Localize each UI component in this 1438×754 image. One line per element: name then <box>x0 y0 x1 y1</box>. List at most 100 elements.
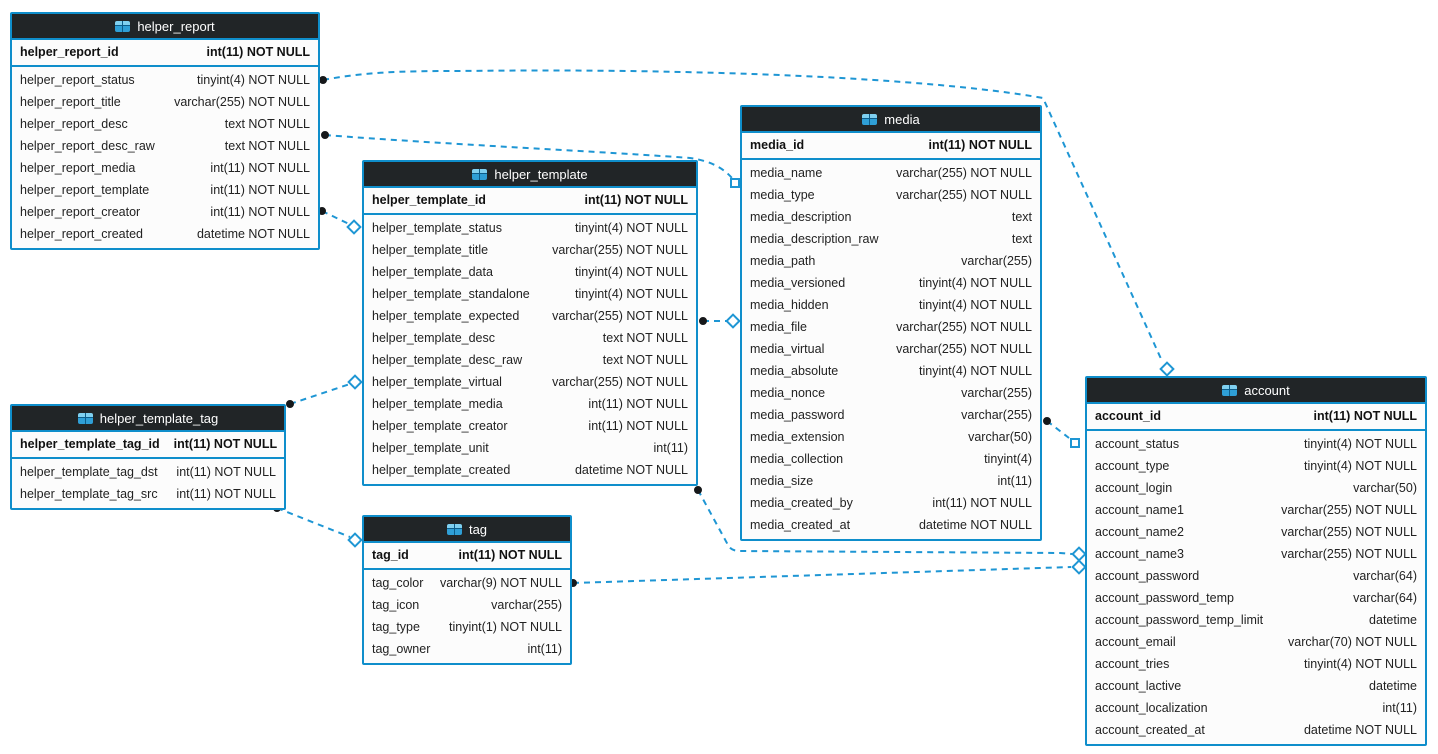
column-type: varchar(255) NOT NULL <box>896 320 1032 334</box>
column-type: varchar(64) <box>1353 569 1417 583</box>
column-type: datetime <box>1369 613 1417 627</box>
column-type: int(11) NOT NULL <box>210 205 310 219</box>
column-type: text NOT NULL <box>224 117 310 131</box>
column-name: helper_template_standalone <box>372 287 530 301</box>
relation-tag-account[interactable] <box>572 566 1072 584</box>
relation-endpoint-square <box>1070 438 1080 448</box>
column-row: account_password varchar(64) <box>1087 565 1425 587</box>
column-name: helper_report_desc_raw <box>20 139 155 153</box>
relation-media-account[interactable] <box>1046 420 1070 439</box>
column-name: helper_report_media <box>20 161 136 175</box>
column-type: varchar(255) <box>961 386 1032 400</box>
relation-endpoint-dot <box>699 317 707 325</box>
column-type: varchar(255) NOT NULL <box>896 188 1032 202</box>
column-type: text NOT NULL <box>224 139 310 153</box>
pk-column-type: int(11) NOT NULL <box>928 138 1032 152</box>
table-title: helper_template_tag <box>99 410 219 426</box>
column-name: helper_template_status <box>372 221 502 235</box>
table-header-account[interactable]: account <box>1087 378 1425 404</box>
table-body: helper_template_status tinyint(4) NOT NUL… <box>364 215 696 484</box>
column-type: datetime NOT NULL <box>918 518 1032 532</box>
relation-helper_report-media[interactable] <box>324 134 733 179</box>
column-row: helper_report_creator int(11) NOT NULL <box>12 201 318 223</box>
table-header-helper_template[interactable]: helper_template <box>364 162 696 188</box>
column-name: helper_report_template <box>20 183 150 197</box>
column-name: account_lactive <box>1095 679 1182 693</box>
column-name: helper_report_created <box>20 227 143 241</box>
table-header-tag[interactable]: tag <box>364 517 570 543</box>
column-name: helper_report_creator <box>20 205 141 219</box>
column-type: int(11) NOT NULL <box>588 419 688 433</box>
relation-helper_report-account[interactable] <box>322 69 1163 362</box>
column-name: media_type <box>750 188 815 202</box>
column-name: media_size <box>750 474 814 488</box>
column-name: account_login <box>1095 481 1173 495</box>
column-name: account_password_temp_limit <box>1095 613 1264 627</box>
column-type: tinyint(4) NOT NULL <box>1304 459 1417 473</box>
relation-helper_template_tag-tag[interactable] <box>276 507 351 538</box>
column-type: tinyint(4) NOT NULL <box>575 287 688 301</box>
column-name: helper_template_desc <box>372 331 495 345</box>
relation-helper_template-account[interactable] <box>697 489 1073 555</box>
column-name: helper_template_media <box>372 397 503 411</box>
column-type: tinyint(1) NOT NULL <box>449 620 562 634</box>
table-title: helper_template <box>494 166 588 182</box>
table-title: account <box>1244 382 1290 398</box>
column-type: datetime NOT NULL <box>1303 723 1417 737</box>
column-type: tinyint(4) NOT NULL <box>575 221 688 235</box>
column-type: varchar(255) NOT NULL <box>174 95 310 109</box>
table-icon <box>472 168 488 180</box>
column-row: account_password_temp_limit datetime <box>1087 609 1425 631</box>
column-type: tinyint(4) NOT NULL <box>1304 657 1417 671</box>
table-header-helper_report[interactable]: helper_report <box>12 14 318 40</box>
pk-column-type: int(11) NOT NULL <box>206 45 310 59</box>
column-name: helper_template_tag_src <box>20 487 158 501</box>
relation-helper_template_tag-helper_template[interactable] <box>289 383 351 405</box>
column-name: account_status <box>1095 437 1180 451</box>
relation-helper_report-helper_template[interactable] <box>321 210 350 225</box>
column-name: media_description <box>750 210 852 224</box>
table-header-helper_template_tag[interactable]: helper_template_tag <box>12 406 284 432</box>
column-type: varchar(255) NOT NULL <box>896 342 1032 356</box>
table-header-media[interactable]: media <box>742 107 1040 133</box>
column-name: helper_template_created <box>372 463 511 477</box>
column-name: account_password <box>1095 569 1200 583</box>
